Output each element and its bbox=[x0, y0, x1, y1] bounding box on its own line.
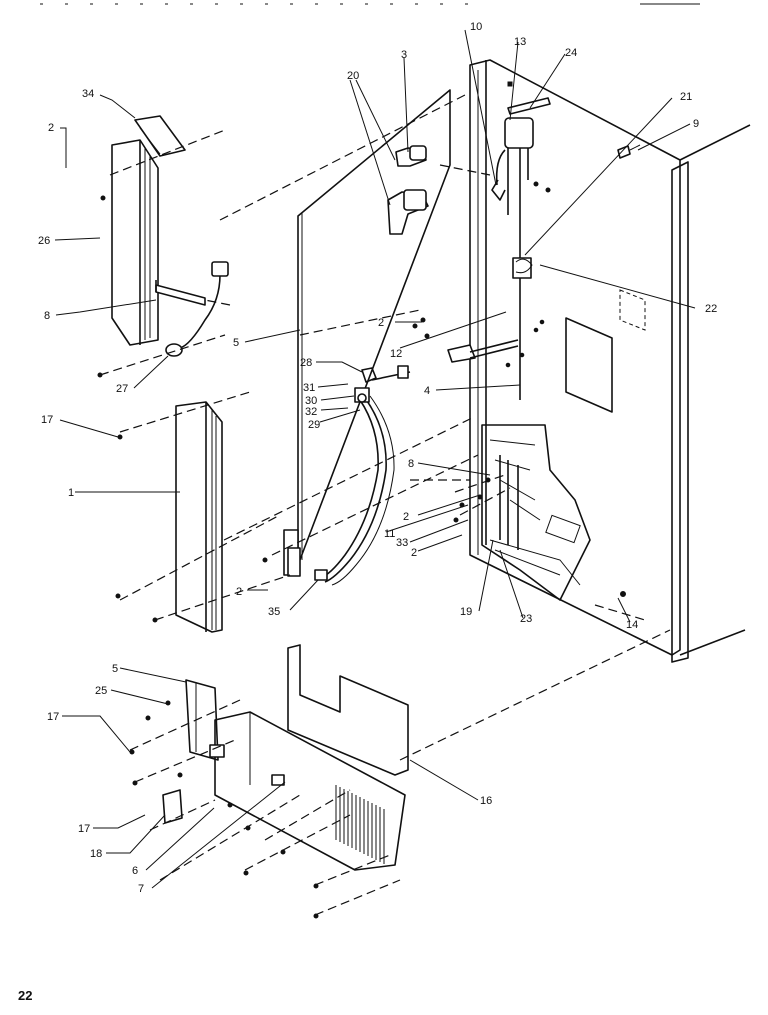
lower-compartment bbox=[481, 424, 591, 601]
callout-2: 2 bbox=[236, 586, 242, 598]
callout-5: 5 bbox=[112, 663, 118, 675]
callout-2: 2 bbox=[403, 511, 409, 523]
callout-25: 25 bbox=[95, 685, 107, 697]
control-panel-5 bbox=[283, 89, 451, 577]
callout-16: 16 bbox=[480, 795, 492, 807]
callout-32: 32 bbox=[305, 406, 317, 418]
trim-34-and-panel-26 bbox=[111, 115, 186, 346]
callout-1: 1 bbox=[68, 487, 74, 499]
tube-assembly bbox=[447, 81, 534, 400]
callout-21: 21 bbox=[680, 91, 692, 103]
callout-5: 5 bbox=[233, 337, 239, 349]
alignment-lines bbox=[99, 94, 671, 916]
lower-bracket-5 bbox=[185, 679, 219, 761]
callout-17: 17 bbox=[47, 711, 59, 723]
callout-2: 2 bbox=[378, 317, 384, 329]
callout-30: 30 bbox=[305, 395, 317, 407]
small-plate-18 bbox=[162, 789, 183, 824]
callout-9: 9 bbox=[693, 118, 699, 130]
callout-29: 29 bbox=[308, 419, 320, 431]
callout-2: 2 bbox=[48, 122, 54, 134]
callout-7: 7 bbox=[138, 883, 144, 895]
lower-access-panel-16 bbox=[287, 644, 409, 776]
base-grille bbox=[209, 711, 406, 871]
cabinet-screws bbox=[412, 181, 551, 368]
callout-13: 13 bbox=[514, 36, 526, 48]
callout-17: 17 bbox=[78, 823, 90, 835]
callout-3: 3 bbox=[401, 49, 407, 61]
callout-33: 33 bbox=[396, 537, 408, 549]
callout-6: 6 bbox=[132, 865, 138, 877]
callout-17: 17 bbox=[41, 414, 53, 426]
callout-35: 35 bbox=[268, 606, 280, 618]
shelf-hardware bbox=[507, 97, 641, 159]
callout-23: 23 bbox=[520, 613, 532, 625]
callout-28: 28 bbox=[300, 357, 312, 369]
callout-22: 22 bbox=[705, 303, 717, 315]
callout-8: 8 bbox=[408, 458, 414, 470]
page-number: 22 bbox=[18, 988, 32, 1003]
grille-vents bbox=[335, 785, 385, 864]
callout-11: 11 bbox=[384, 528, 395, 540]
callout-26: 26 bbox=[38, 235, 50, 247]
callout-20: 20 bbox=[347, 70, 359, 82]
callout-24: 24 bbox=[565, 47, 577, 59]
knobs bbox=[387, 145, 429, 235]
callout-27: 27 bbox=[116, 383, 128, 395]
wiring-harness bbox=[314, 365, 411, 586]
callout-19: 19 bbox=[460, 606, 472, 618]
callout-18: 18 bbox=[90, 848, 102, 860]
callout-labels: 34 2 26 8 27 17 1 5 28 31 30 32 29 2 35 … bbox=[38, 21, 717, 895]
callout-12: 12 bbox=[390, 348, 402, 360]
bracket-8-and-cord-27 bbox=[155, 261, 229, 357]
cabinet-back-wall bbox=[469, 59, 751, 663]
callout-14: 14 bbox=[626, 619, 638, 631]
callout-4: 4 bbox=[424, 385, 430, 397]
callout-31: 31 bbox=[303, 382, 315, 394]
callout-34: 34 bbox=[82, 88, 94, 100]
callout-8: 8 bbox=[44, 310, 50, 322]
leader-lines bbox=[54, 29, 696, 889]
side-panel-1 bbox=[175, 401, 223, 633]
callout-2: 2 bbox=[411, 547, 417, 559]
callout-10: 10 bbox=[470, 21, 482, 33]
